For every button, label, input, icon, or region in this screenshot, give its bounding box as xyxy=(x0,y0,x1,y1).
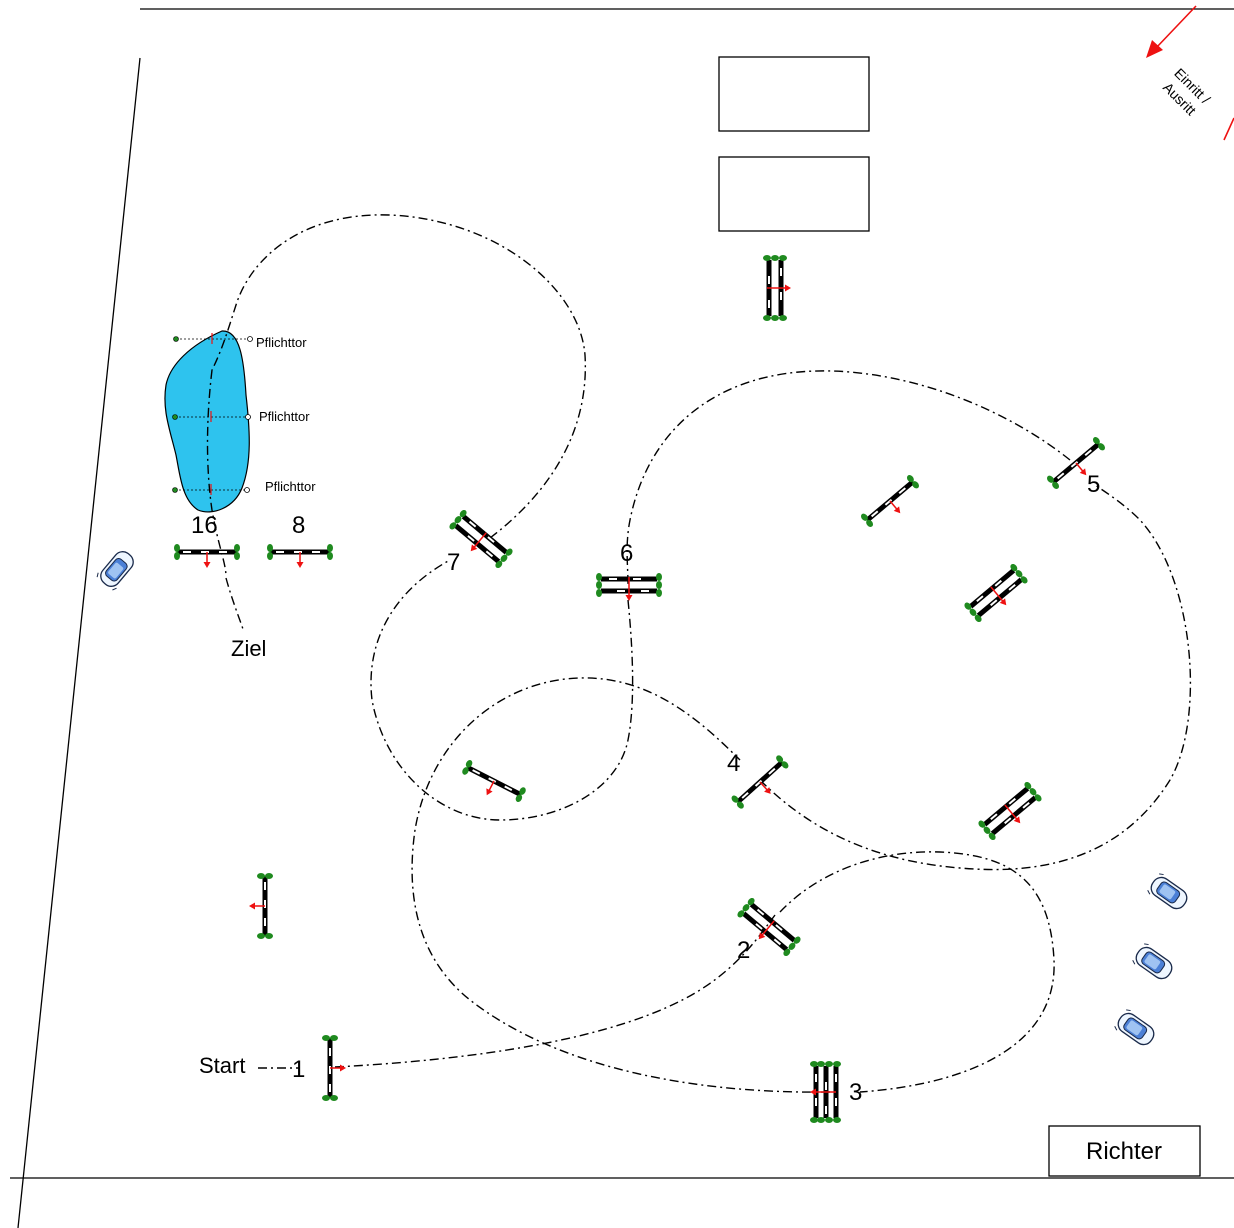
pond-icon xyxy=(164,330,250,513)
obstacle-number-16: 16 xyxy=(191,512,218,539)
car-icon xyxy=(1130,941,1178,985)
mandatory-gate-2 xyxy=(172,411,251,422)
obstacle-number-7: 7 xyxy=(447,549,460,576)
obstacle-unnumbered-north xyxy=(763,255,791,321)
car-icon xyxy=(1145,871,1193,915)
judge-label: Richter xyxy=(1086,1138,1162,1165)
exit-line xyxy=(1223,117,1234,141)
mandatory-gate-label-3: Pflichttor xyxy=(265,479,316,494)
obstacle-unnumbered-east-lower xyxy=(977,781,1046,845)
obstacle-16 xyxy=(174,544,240,568)
obstacle-number-8: 8 xyxy=(292,512,305,539)
obstacle-3 xyxy=(810,1061,841,1123)
obstacle-unnumbered-east-middle xyxy=(963,563,1032,627)
entry-arrow-icon xyxy=(1146,5,1197,58)
obstacle-number-6: 6 xyxy=(620,540,633,567)
obstacle-number-2: 2 xyxy=(737,937,750,964)
left-boundary-line xyxy=(17,57,141,1228)
finish-label: Ziel xyxy=(231,636,266,661)
obstacle-number-3: 3 xyxy=(849,1079,862,1106)
mandatory-gate-label-2: Pflichttor xyxy=(259,409,310,424)
mandatory-gate-label-1: Pflichttor xyxy=(256,335,307,350)
obstacle-number-1: 1 xyxy=(292,1056,305,1083)
building-south xyxy=(718,156,870,232)
obstacle-5 xyxy=(1046,436,1112,497)
car-icon xyxy=(94,546,140,592)
judge-box xyxy=(1048,1125,1201,1177)
mandatory-gate-3 xyxy=(172,484,250,495)
obstacle-unnumbered-west xyxy=(249,873,273,939)
building-north xyxy=(718,56,870,132)
obstacle-unnumbered-east-upper xyxy=(860,474,926,535)
riding-route xyxy=(206,214,1192,1093)
obstacle-number-4: 4 xyxy=(727,750,740,777)
obstacle-number-5: 5 xyxy=(1087,471,1100,498)
obstacle-8 xyxy=(267,544,333,568)
mandatory-gate-1 xyxy=(173,333,253,344)
obstacle-1 xyxy=(322,1035,346,1101)
start-label: Start xyxy=(199,1053,245,1078)
car-icon xyxy=(1112,1007,1160,1051)
obstacle-unnumbered-center xyxy=(457,759,527,810)
obstacle-6 xyxy=(596,573,662,601)
